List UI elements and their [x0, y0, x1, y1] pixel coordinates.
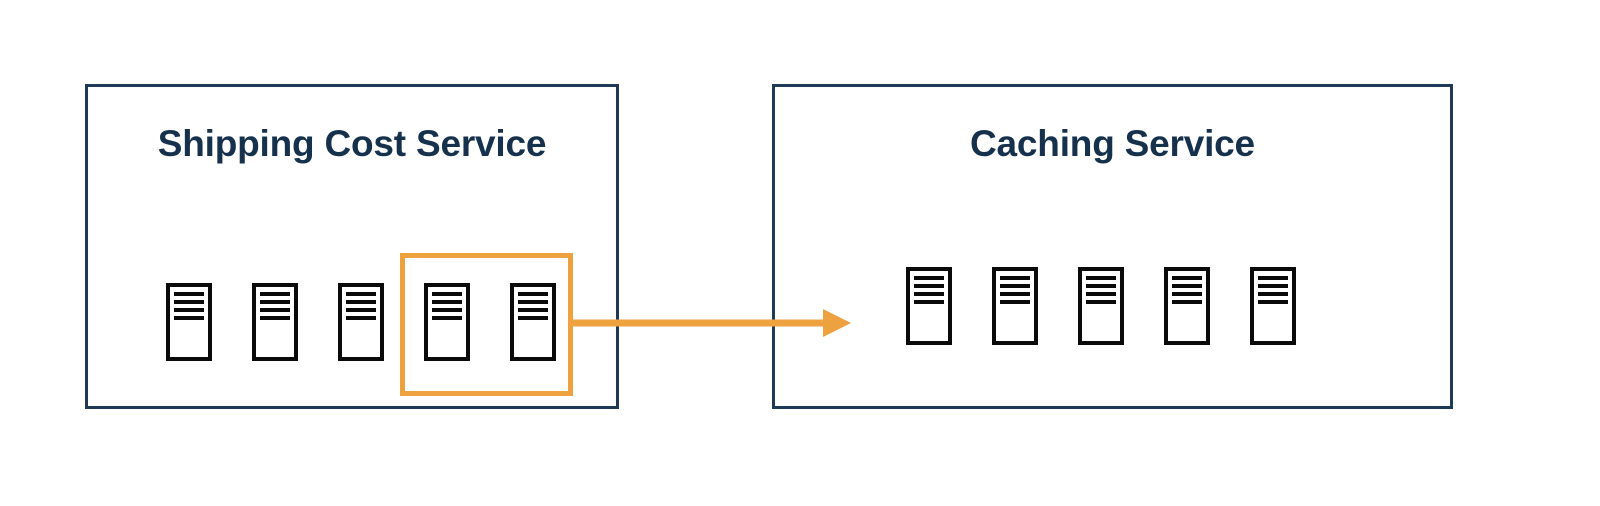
server-vent-bar [518, 308, 548, 312]
server-vent-bars [432, 292, 462, 320]
server-vent-bar [1000, 276, 1030, 280]
server-vent-bar [1172, 300, 1202, 304]
server-vent-bars [260, 292, 290, 320]
server-vent-bar [432, 316, 462, 320]
server-icon[interactable] [338, 283, 384, 361]
server-group-shipping-cost-service [166, 283, 556, 361]
server-vent-bar [346, 292, 376, 296]
service-panel-caching-service[interactable]: Caching Service [772, 84, 1453, 409]
server-icon[interactable] [166, 283, 212, 361]
server-vent-bar [260, 316, 290, 320]
server-vent-bar [1258, 300, 1288, 304]
server-vent-bars [1172, 276, 1202, 304]
server-vent-bar [1172, 276, 1202, 280]
server-vent-bar [1086, 300, 1116, 304]
server-vent-bars [174, 292, 204, 320]
server-vent-bar [1086, 284, 1116, 288]
server-vent-bars [1258, 276, 1288, 304]
server-vent-bar [1086, 276, 1116, 280]
server-vent-bar [174, 300, 204, 304]
server-vent-bar [260, 292, 290, 296]
server-vent-bar [1000, 300, 1030, 304]
server-vent-bars [914, 276, 944, 304]
server-vent-bar [914, 300, 944, 304]
server-vent-bars [1086, 276, 1116, 304]
server-icon-highlighted[interactable] [424, 283, 470, 361]
server-vent-bar [174, 316, 204, 320]
server-vent-bar [1086, 292, 1116, 296]
server-vent-bar [518, 292, 548, 296]
server-icon-highlighted[interactable] [510, 283, 556, 361]
server-icon[interactable] [1250, 267, 1296, 345]
server-icon[interactable] [1078, 267, 1124, 345]
panel-title-shipping-cost-service: Shipping Cost Service [157, 123, 547, 164]
server-icon[interactable] [906, 267, 952, 345]
server-icon[interactable] [1164, 267, 1210, 345]
server-vent-bar [518, 316, 548, 320]
server-vent-bar [432, 300, 462, 304]
server-group-caching-service [906, 267, 1296, 345]
server-vent-bar [914, 276, 944, 280]
server-vent-bar [1258, 284, 1288, 288]
server-vent-bar [1000, 284, 1030, 288]
service-panel-shipping-cost-service[interactable]: Shipping Cost Service [85, 84, 619, 409]
server-vent-bar [260, 308, 290, 312]
server-vent-bar [1172, 284, 1202, 288]
server-icon[interactable] [252, 283, 298, 361]
server-vent-bar [260, 300, 290, 304]
server-vent-bar [914, 292, 944, 296]
selected-server-group-highlight[interactable] [400, 253, 573, 396]
server-vent-bar [432, 292, 462, 296]
server-vent-bars [346, 292, 376, 320]
server-vent-bar [518, 300, 548, 304]
server-vent-bar [1000, 292, 1030, 296]
server-vent-bar [914, 284, 944, 288]
server-vent-bar [432, 308, 462, 312]
server-vent-bars [1000, 276, 1030, 304]
server-vent-bar [346, 300, 376, 304]
server-vent-bars [518, 292, 548, 320]
server-icon[interactable] [992, 267, 1038, 345]
server-vent-bar [1258, 276, 1288, 280]
server-vent-bar [346, 316, 376, 320]
server-vent-bar [346, 308, 376, 312]
server-vent-bar [1172, 292, 1202, 296]
server-vent-bar [1258, 292, 1288, 296]
panel-title-caching-service: Caching Service [970, 123, 1255, 164]
server-vent-bar [174, 292, 204, 296]
server-vent-bar [174, 308, 204, 312]
